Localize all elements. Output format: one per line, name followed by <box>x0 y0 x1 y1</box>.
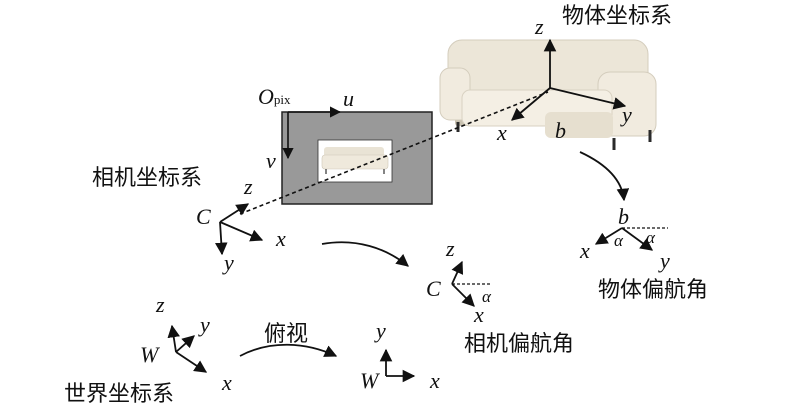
arrow-top-view <box>239 343 338 357</box>
image-plane-sofa-thumbnail <box>321 147 389 174</box>
object-yaw-x-label: x <box>580 238 590 263</box>
object-yaw-title: 物体偏航角 <box>598 278 709 303</box>
camera-frame-title: 相机坐标系 <box>92 166 203 191</box>
camera-origin-label: C <box>196 204 211 229</box>
world-x-label: x <box>222 370 232 395</box>
camera-yaw-alpha-label: α <box>482 287 491 306</box>
object-yaw-alpha-left: α <box>614 231 623 250</box>
object-yaw-b-label: b <box>618 204 629 229</box>
arrow-object-to-yaw <box>579 151 630 202</box>
image-plane <box>281 111 433 205</box>
object-frame-title: 物体坐标系 <box>562 4 673 29</box>
image-origin-label: Opix <box>258 84 291 109</box>
camera-x-label: x <box>276 226 286 251</box>
object-frame-axes <box>511 38 627 121</box>
object-yaw-axes <box>594 227 668 251</box>
camera-yaw-title: 相机偏航角 <box>464 332 575 357</box>
world-frame-title: 世界坐标系 <box>64 382 175 407</box>
world-origin-label: W <box>140 342 159 367</box>
camera-z-label: z <box>244 174 253 199</box>
object-x-label: x <box>497 120 507 145</box>
image-u-label: u <box>343 86 354 111</box>
object-b-label: b <box>555 118 566 143</box>
camera-yaw-x-label: x <box>474 302 484 327</box>
arrow-camera-to-yaw <box>321 241 409 267</box>
image-v-label: v <box>266 148 276 173</box>
top-view-axes <box>379 348 416 383</box>
projection-ray <box>239 91 549 215</box>
world-frame-axes <box>167 324 208 373</box>
image-origin-subscript: pix <box>273 92 291 107</box>
object-yaw-alpha-right: α <box>646 228 655 247</box>
object-z-label: z <box>535 14 544 39</box>
object-yaw-y-label: y <box>660 248 670 273</box>
top-view-origin-label: W <box>360 368 379 393</box>
object-y-label: y <box>622 102 632 127</box>
sofa-object-image <box>439 39 657 150</box>
top-view-y-label: y <box>376 318 386 343</box>
camera-frame-axes <box>215 203 264 256</box>
world-y-label: y <box>200 312 210 337</box>
camera-y-label: y <box>224 250 234 275</box>
top-view-label: 俯视 <box>264 322 309 347</box>
camera-yaw-origin-label: C <box>426 276 441 301</box>
world-z-label: z <box>156 292 165 317</box>
camera-yaw-axes <box>451 260 490 307</box>
top-view-x-label: x <box>430 368 440 393</box>
camera-yaw-z-label: z <box>446 236 455 261</box>
